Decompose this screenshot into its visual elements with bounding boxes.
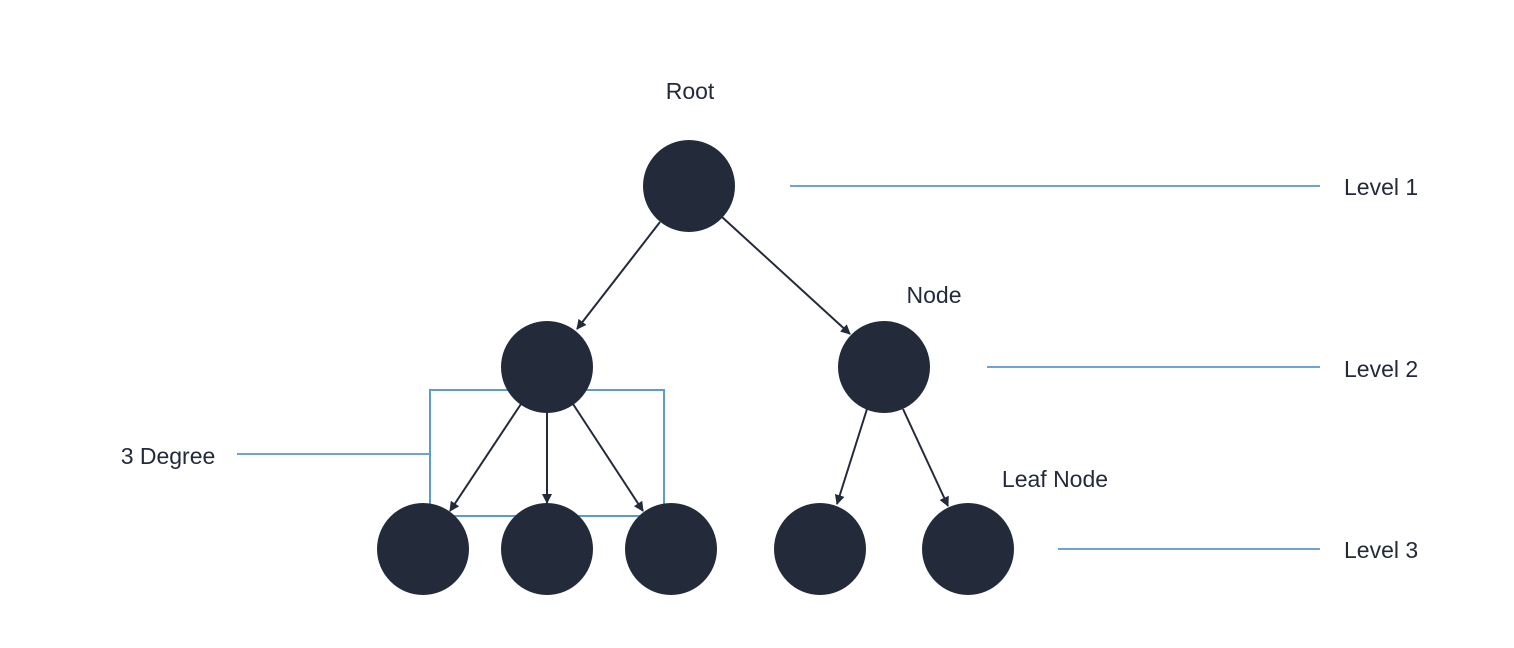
level-2-node-left [501,321,593,413]
level-2-label: Level 2 [1344,356,1418,382]
leaf-node-3 [625,503,717,595]
edge-left-to-leaf-3 [572,403,644,512]
edge-right-to-leaf-4 [834,408,868,505]
node-label: Node [907,282,962,308]
level-1-label: Level 1 [1344,174,1418,200]
root-node [643,140,735,232]
edge-root-to-right [721,216,851,335]
level-3-label: Level 3 [1344,537,1418,563]
degree-label: 3 Degree [121,443,216,469]
level-2-node-right [838,321,930,413]
leaf-node-4 [774,503,866,595]
leaf-node-2 [501,503,593,595]
edge-root-to-left [576,221,661,330]
root-label: Root [666,78,715,104]
leaf-node-label: Leaf Node [1002,466,1108,492]
leaf-node-1 [377,503,469,595]
edge-right-to-leaf-5 [902,408,949,507]
leaf-node-5 [922,503,1014,595]
edge-left-to-leaf-1 [449,403,522,512]
